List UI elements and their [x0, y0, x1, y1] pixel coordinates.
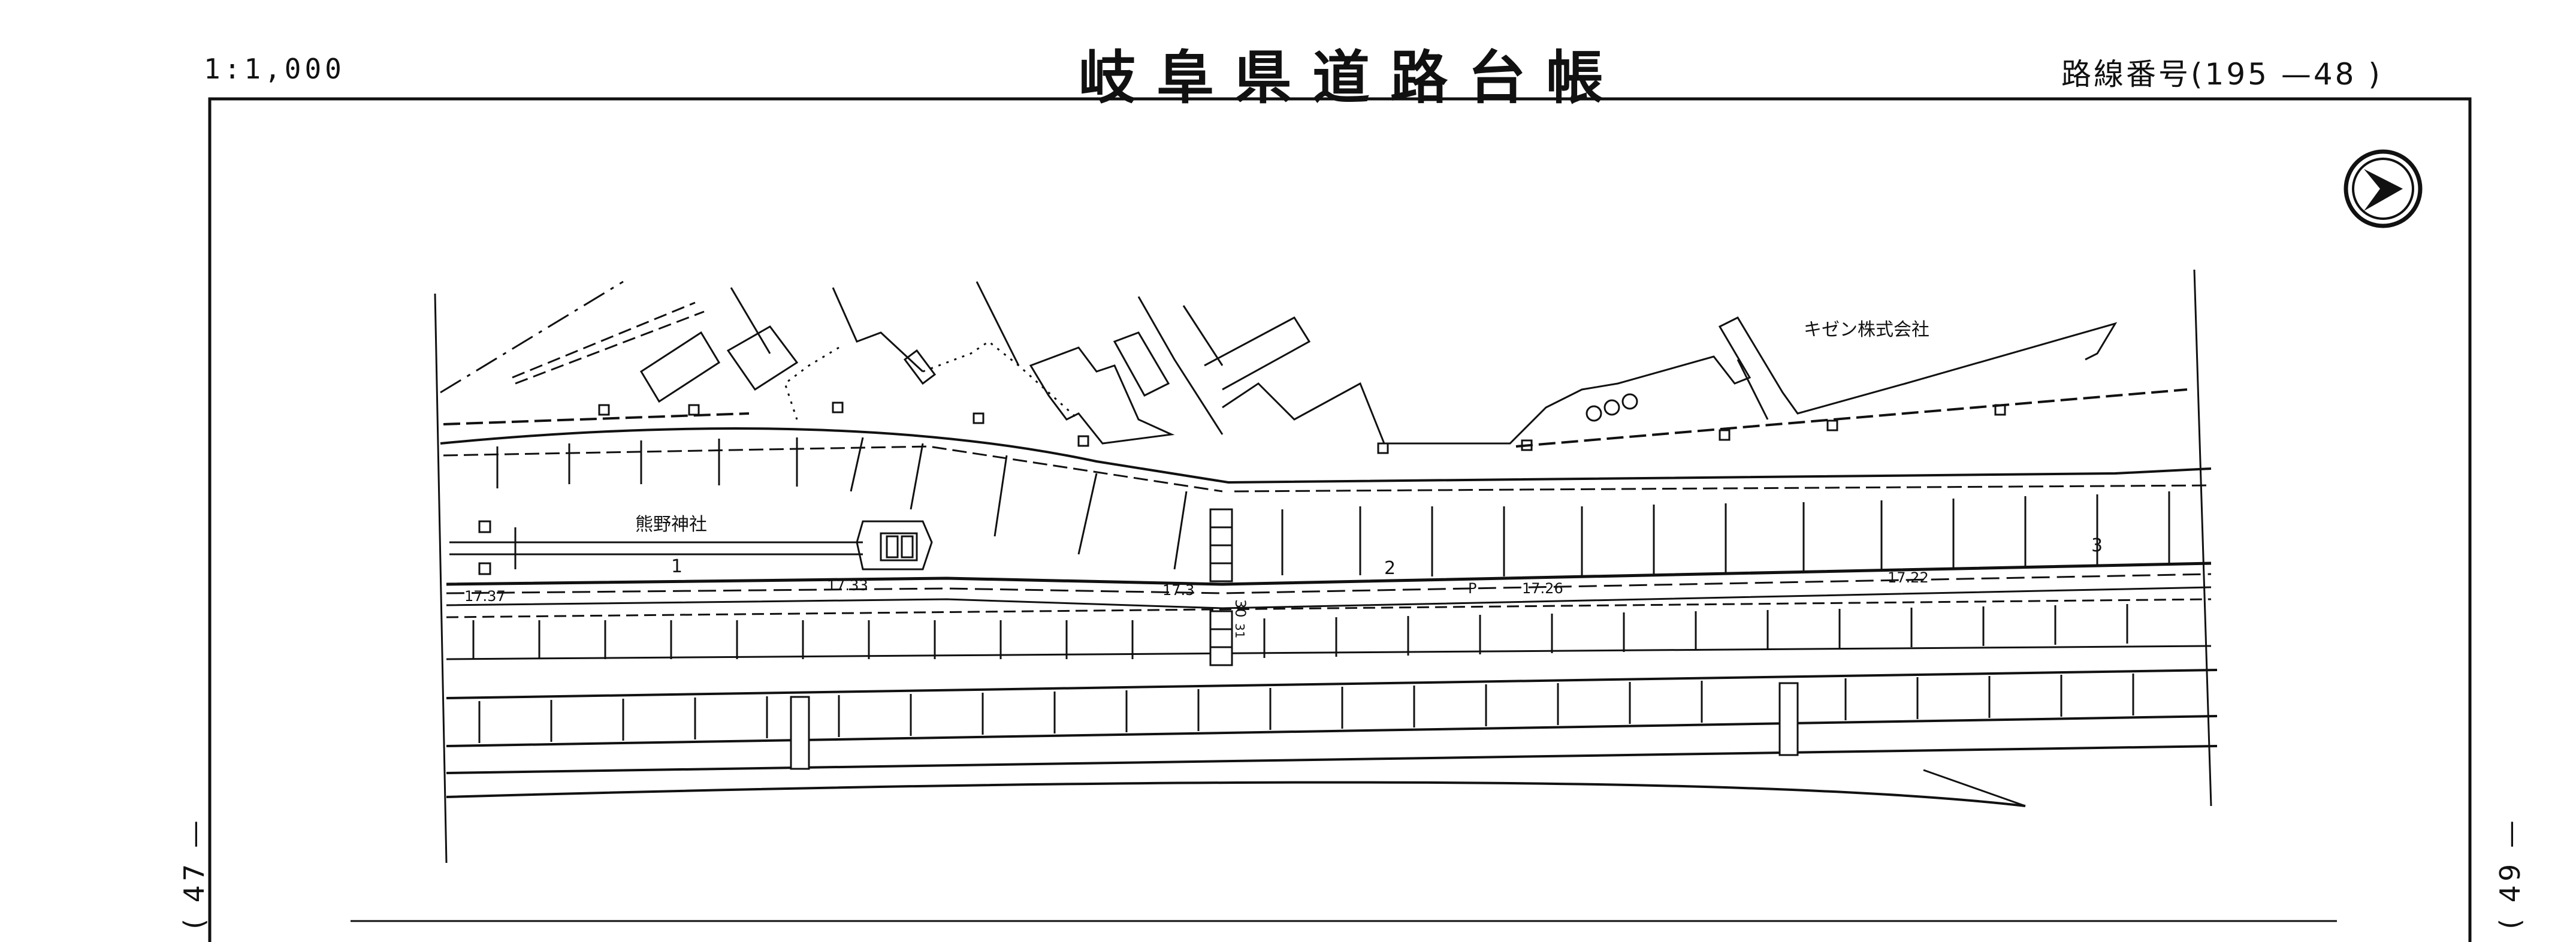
station-label: 2: [1384, 558, 1396, 579]
shrine-label: 熊野神社: [635, 514, 707, 535]
route-number: 路線番号(195 —48 ): [2061, 57, 2382, 92]
culvert: [1209, 508, 1233, 666]
station-label: 3: [2091, 535, 2103, 556]
station-label: 1: [671, 556, 682, 577]
north-arrow-icon: [2344, 149, 2423, 228]
buildings: [639, 281, 2118, 445]
boundary-line: [515, 310, 705, 385]
culvert-number: 31: [1233, 623, 1247, 638]
sheet-frame: [208, 97, 2472, 942]
map-scale: 1:1,000: [204, 53, 345, 85]
boundary-line: [440, 280, 624, 394]
elevation-label: 17.22: [1888, 569, 1929, 586]
elevation-label: 17.37: [464, 588, 506, 605]
point-label: P: [1468, 580, 1476, 597]
culvert-number: 30: [1232, 599, 1249, 618]
company-label: キゼン株式会社: [1804, 319, 1929, 340]
map-boundary-left: [434, 293, 448, 864]
fence-posts: [598, 401, 2006, 454]
elevation-label: 17.3: [1162, 582, 1194, 599]
boundary-line: [512, 301, 696, 379]
elevation-label: 17.26: [1522, 580, 1563, 597]
shrine-precinct: [449, 520, 933, 575]
embankment-hachures: [496, 437, 2170, 576]
map-boundary-right: [2193, 269, 2212, 807]
elevation-label: 17.33: [827, 577, 868, 594]
